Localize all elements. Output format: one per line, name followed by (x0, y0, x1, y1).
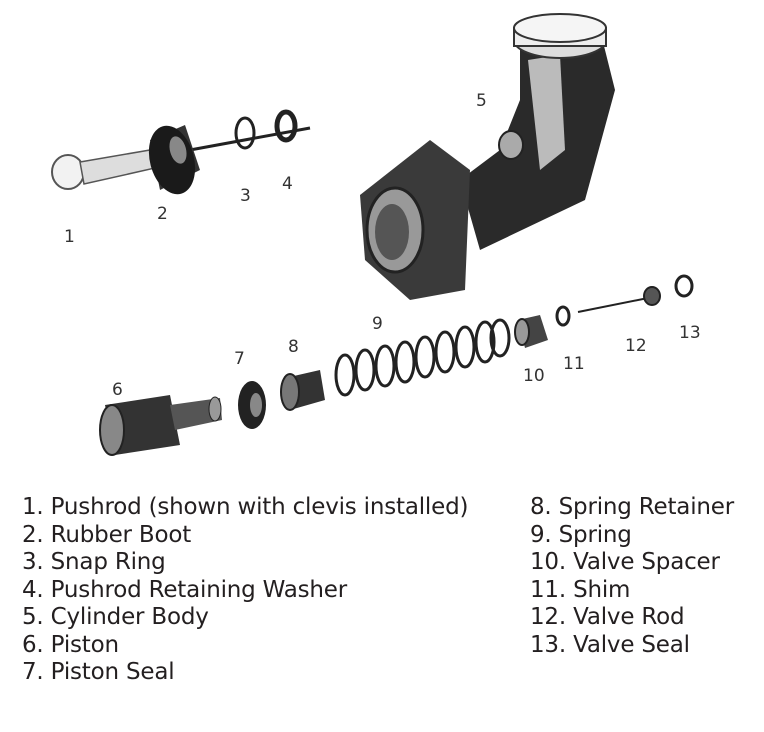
callout-3: 3 (240, 186, 251, 206)
part-valve-spacer (514, 315, 548, 348)
callout-5: 5 (476, 91, 487, 111)
legend-item: 7. Piston Seal (22, 659, 175, 685)
part-cylinder-body (360, 13, 615, 300)
part-piston (99, 395, 222, 456)
legend-item: 3. Snap Ring (22, 549, 166, 575)
legend-item: 6. Piston (22, 631, 119, 658)
part-spring (334, 318, 511, 397)
legend-item: 1. Pushrod (shown with clevis installed) (22, 494, 469, 520)
legend-item: 12. Valve Rod (530, 604, 685, 630)
legend-item: 11. Shim (530, 576, 631, 603)
part-rubber-boot (148, 125, 200, 195)
legend-item: 5. Cylinder Body (22, 604, 209, 630)
legend-item: 9. Spring (530, 521, 632, 548)
callout-6: 6 (112, 380, 123, 400)
part-spring-retainer (280, 370, 325, 411)
legend-item: 2. Rubber Boot (22, 521, 192, 548)
part-piston-seal (238, 381, 266, 429)
callout-1: 1 (64, 227, 75, 247)
callout-8: 8 (288, 337, 299, 357)
callout-12: 12 (625, 336, 647, 356)
part-valve-seal (674, 274, 694, 298)
callout-9: 9 (372, 314, 383, 334)
part-retaining-washer (274, 109, 298, 143)
callout-10: 10 (523, 366, 545, 386)
legend-item: 8. Spring Retainer (530, 494, 734, 520)
part-shim (555, 305, 571, 327)
callout-4: 4 (282, 174, 293, 194)
legend-right: 8. Spring Retainer 9. Spring 10. Valve S… (530, 494, 734, 659)
callout-11: 11 (563, 354, 585, 374)
legend-item: 13. Valve Seal (530, 631, 690, 658)
legend-left: 1. Pushrod (shown with clevis installed)… (22, 494, 468, 687)
callout-13: 13 (679, 323, 701, 343)
part-snap-ring (234, 116, 256, 150)
legend-item: 10. Valve Spacer (530, 549, 720, 575)
legend-item: 4. Pushrod Retaining Washer (22, 576, 347, 603)
callout-7: 7 (234, 349, 245, 369)
part-valve-rod (577, 286, 661, 313)
callout-2: 2 (157, 204, 168, 224)
exploded-view-drawing (51, 13, 694, 456)
